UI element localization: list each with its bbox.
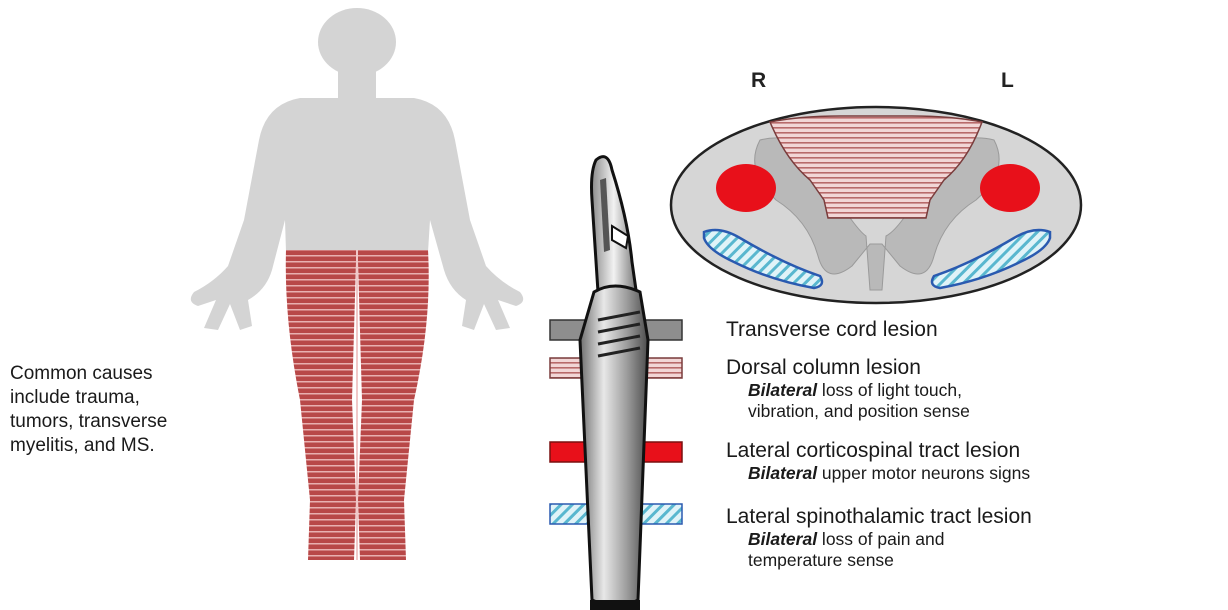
causes-line: myelitis, and MS. [10, 434, 260, 458]
emphasis-text: Bilateral [748, 380, 817, 400]
description-text: loss of pain and [817, 529, 944, 549]
spinal-cord-cross-section-icon [671, 107, 1081, 303]
legend-description: Bilateral upper motor neurons signs [726, 463, 1030, 484]
scalpel-icon [580, 157, 648, 610]
legend-title: Transverse cord lesion [726, 317, 938, 342]
human-figure-icon [191, 8, 523, 560]
causes-line: tumors, transverse [10, 410, 260, 434]
legend-title: Lateral spinothalamic tract lesion [726, 504, 1032, 529]
common-causes-text: Common causes include trauma, tumors, tr… [10, 362, 260, 458]
causes-line: Common causes [10, 362, 260, 386]
legend-description: Bilateral loss of pain and [726, 529, 1032, 550]
legend-item-transverse: Transverse cord lesion [726, 317, 938, 342]
legend-description-line2: temperature sense [726, 550, 1032, 571]
description-text: loss of light touch, [817, 380, 962, 400]
legend-item-corticospinal: Lateral corticospinal tract lesion Bilat… [726, 438, 1030, 484]
description-text: upper motor neurons signs [817, 463, 1030, 483]
left-side-label: L [1001, 69, 1014, 93]
emphasis-text: Bilateral [748, 529, 817, 549]
right-side-label: R [751, 69, 766, 93]
legend-title: Dorsal column lesion [726, 355, 970, 380]
legend-description: Bilateral loss of light touch, [726, 380, 970, 401]
legend-item-spinothalamic: Lateral spinothalamic tract lesion Bilat… [726, 504, 1032, 571]
causes-line: include trauma, [10, 386, 260, 410]
legend-title: Lateral corticospinal tract lesion [726, 438, 1030, 463]
legend-item-dorsal: Dorsal column lesion Bilateral loss of l… [726, 355, 970, 422]
emphasis-text: Bilateral [748, 463, 817, 483]
legend-description-line2: vibration, and position sense [726, 401, 970, 422]
